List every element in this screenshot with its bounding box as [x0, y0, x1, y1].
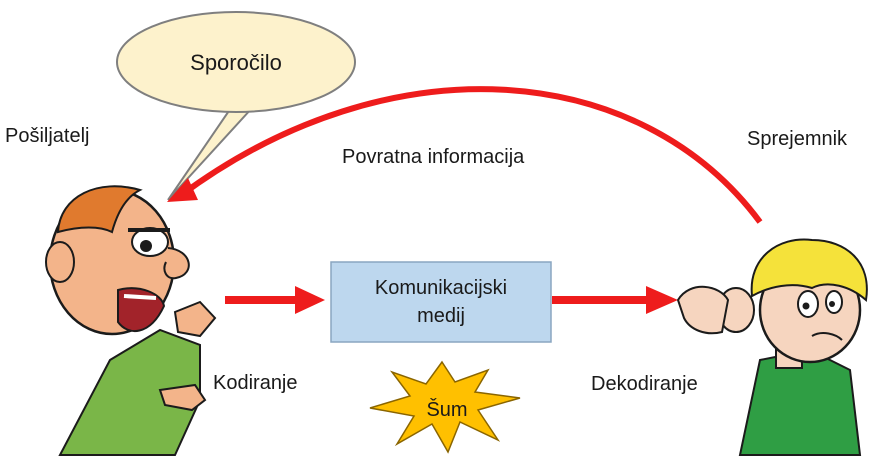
feedback-label: Povratna informacija	[342, 146, 525, 168]
noise-label: Šum	[426, 398, 467, 421]
sender-illustration	[45, 185, 217, 456]
feedback-arrow	[178, 86, 763, 224]
encoding-arrow	[225, 286, 325, 314]
decoding-label: Dekodiranje	[591, 373, 698, 395]
receiver-label: Sprejemnik	[747, 128, 848, 150]
medium-label-line1: Komunikacijski	[375, 277, 507, 299]
medium-box: Komunikacijski medij	[330, 261, 552, 343]
speech-bubble: Sporočilo	[116, 11, 356, 201]
feedback-arrowhead	[167, 178, 198, 202]
receiver-illustration	[676, 238, 868, 456]
noise-star: Šum	[369, 360, 521, 454]
encoding-label: Kodiranje	[213, 372, 298, 394]
message-label: Sporočilo	[190, 50, 282, 75]
medium-label-line2: medij	[417, 305, 465, 327]
decoding-arrow	[552, 286, 678, 314]
sender-label: Pošiljatelj	[5, 125, 89, 147]
